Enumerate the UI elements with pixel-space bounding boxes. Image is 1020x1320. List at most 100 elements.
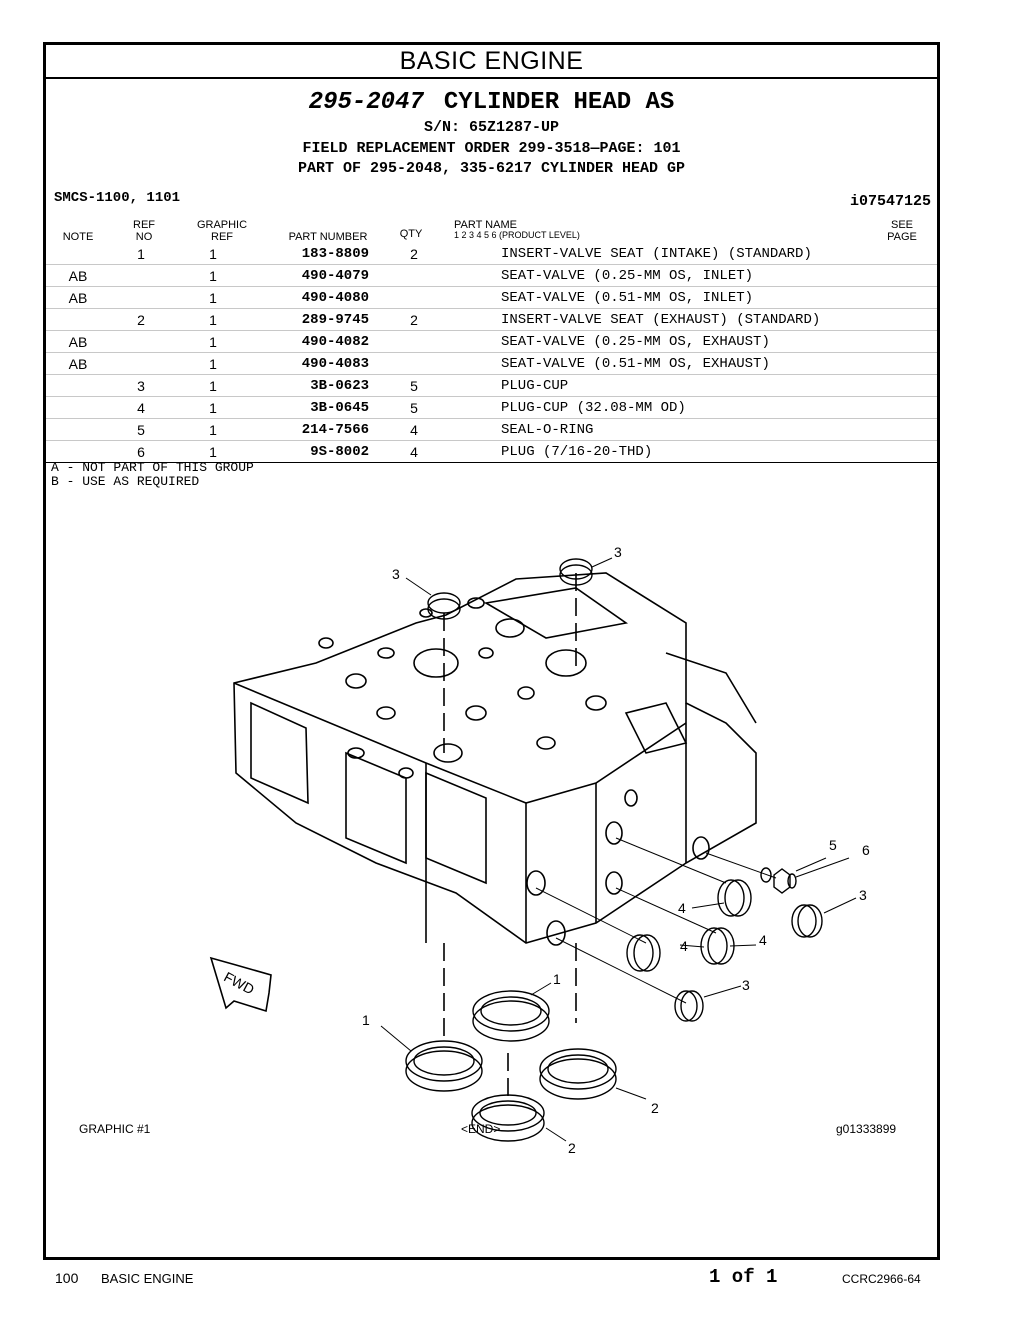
assembly-part-number: 295-2047 (308, 89, 424, 116)
note-a: A - NOT PART OF THIS GROUP (51, 460, 254, 475)
callout-6: 6 (862, 842, 870, 858)
leader-lines (380, 557, 857, 1142)
col-graphic-bottom: REF (211, 231, 233, 243)
cell-part-number: 183-8809 (254, 243, 369, 265)
valve-seat-exhaust-bottom (471, 1094, 545, 1142)
cell-note (46, 374, 110, 397)
cell-qty (369, 264, 459, 287)
plug-cup-right (791, 904, 823, 938)
cell-name: SEAL-O-RING (459, 418, 937, 441)
plug-cup-32mm-1 (717, 879, 752, 917)
col-note: NOTE (62, 231, 94, 243)
cell-graphic-ref: 1 (172, 243, 254, 265)
cell-ref: 2 (110, 308, 172, 331)
projection-lines (535, 837, 777, 1004)
cell-note (46, 418, 110, 441)
cell-ref: 6 (110, 440, 172, 463)
cell-part-number: 490-4080 (254, 286, 369, 309)
cell-graphic-ref: 1 (172, 374, 254, 397)
cell-qty (369, 352, 459, 375)
cell-ref (110, 330, 172, 353)
cell-part-number: 289-9745 (254, 308, 369, 331)
cell-graphic-ref: 1 (172, 286, 254, 309)
cell-graphic-ref: 1 (172, 352, 254, 375)
col-ref-top: REF (133, 219, 155, 231)
cell-name: INSERT-VALVE SEAT (EXHAUST) (STANDARD) (459, 308, 937, 331)
cell-name: SEAT-VALVE (0.25-MM OS, INLET) (459, 264, 937, 287)
footer-section: BASIC ENGINE (101, 1271, 194, 1286)
cell-ref: 3 (110, 374, 172, 397)
cell-name: SEAT-VALVE (0.51-MM OS, INLET) (459, 286, 937, 309)
col-product-levels: 1 2 3 4 5 6 (PRODUCT LEVEL) (454, 230, 580, 240)
cell-graphic-ref: 1 (172, 264, 254, 287)
col-part-number: PART NUMBER (288, 231, 368, 243)
cell-part-number: 3B-0645 (254, 396, 369, 419)
cell-graphic-ref: 1 (172, 330, 254, 353)
plug-cup-bottom (674, 990, 704, 1022)
cell-graphic-ref: 1 (172, 440, 254, 463)
cell-part-number: 490-4082 (254, 330, 369, 353)
cell-name: PLUG-CUP (459, 374, 937, 397)
valve-seat-intake-left (405, 1040, 483, 1092)
cell-name: PLUG-CUP (32.08-MM OD) (459, 396, 937, 419)
cell-ref: 5 (110, 418, 172, 441)
cell-name: SEAT-VALVE (0.25-MM OS, EXHAUST) (459, 330, 937, 353)
page-of: 1 of 1 (709, 1266, 778, 1288)
cell-qty: 2 (369, 308, 459, 331)
col-ref-bottom: NO (135, 231, 153, 243)
cell-name: INSERT-VALVE SEAT (INTAKE) (STANDARD) (459, 243, 937, 265)
page-number: 100 (55, 1270, 79, 1286)
cell-qty: 2 (369, 243, 459, 265)
col-see-top: SEE (890, 219, 913, 231)
serial-number: S/N: 65Z1287-UP (423, 119, 560, 136)
end-marker: <END> (461, 1122, 501, 1136)
valve-seat-exhaust-right (539, 1048, 617, 1100)
callout-5: 5 (829, 837, 837, 853)
cell-ref (110, 352, 172, 375)
cell-part-number: 214-7566 (254, 418, 369, 441)
cell-note (46, 440, 110, 463)
col-qty: QTY (399, 228, 423, 240)
cell-graphic-ref: 1 (172, 308, 254, 331)
cell-note (46, 396, 110, 419)
cell-qty (369, 330, 459, 353)
smcs-code: SMCS-1100, 1101 (54, 190, 181, 206)
assembly-name: CYLINDER HEAD AS (443, 89, 675, 116)
cell-note: AB (46, 330, 110, 353)
callout-2-right: 2 (651, 1100, 659, 1116)
cell-qty: 4 (369, 418, 459, 441)
cell-graphic-ref: 1 (172, 418, 254, 441)
graphic-number: GRAPHIC #1 (79, 1122, 151, 1136)
notes: A - NOT PART OF THIS GROUP B - USE AS RE… (51, 461, 254, 489)
cell-ref: 1 (110, 243, 172, 265)
cell-qty (369, 286, 459, 309)
cell-part-number: 3B-0623 (254, 374, 369, 397)
cell-ref (110, 286, 172, 309)
callout-3-right: 3 (859, 887, 867, 903)
callout-3-top-left: 3 (392, 566, 400, 582)
cell-ref: 4 (110, 396, 172, 419)
thread-plug (773, 868, 797, 894)
cell-qty: 5 (369, 374, 459, 397)
callout-4-upper: 4 (678, 900, 686, 916)
plug-cup-top-right (559, 558, 593, 586)
plug-cup-32mm-2 (700, 927, 735, 965)
callout-4-left: 4 (680, 938, 688, 954)
callout-1-center: 1 (553, 971, 561, 987)
cell-note (46, 308, 110, 331)
illustration-id: i07547125 (849, 193, 931, 210)
cell-note (46, 243, 110, 265)
cell-part-number: 490-4083 (254, 352, 369, 375)
note-b: B - USE AS REQUIRED (51, 474, 200, 489)
cell-name: PLUG (7/16-20-THD) (459, 440, 937, 463)
cell-ref (110, 264, 172, 287)
fwd-label: FWD (221, 968, 257, 997)
cell-note: AB (46, 352, 110, 375)
